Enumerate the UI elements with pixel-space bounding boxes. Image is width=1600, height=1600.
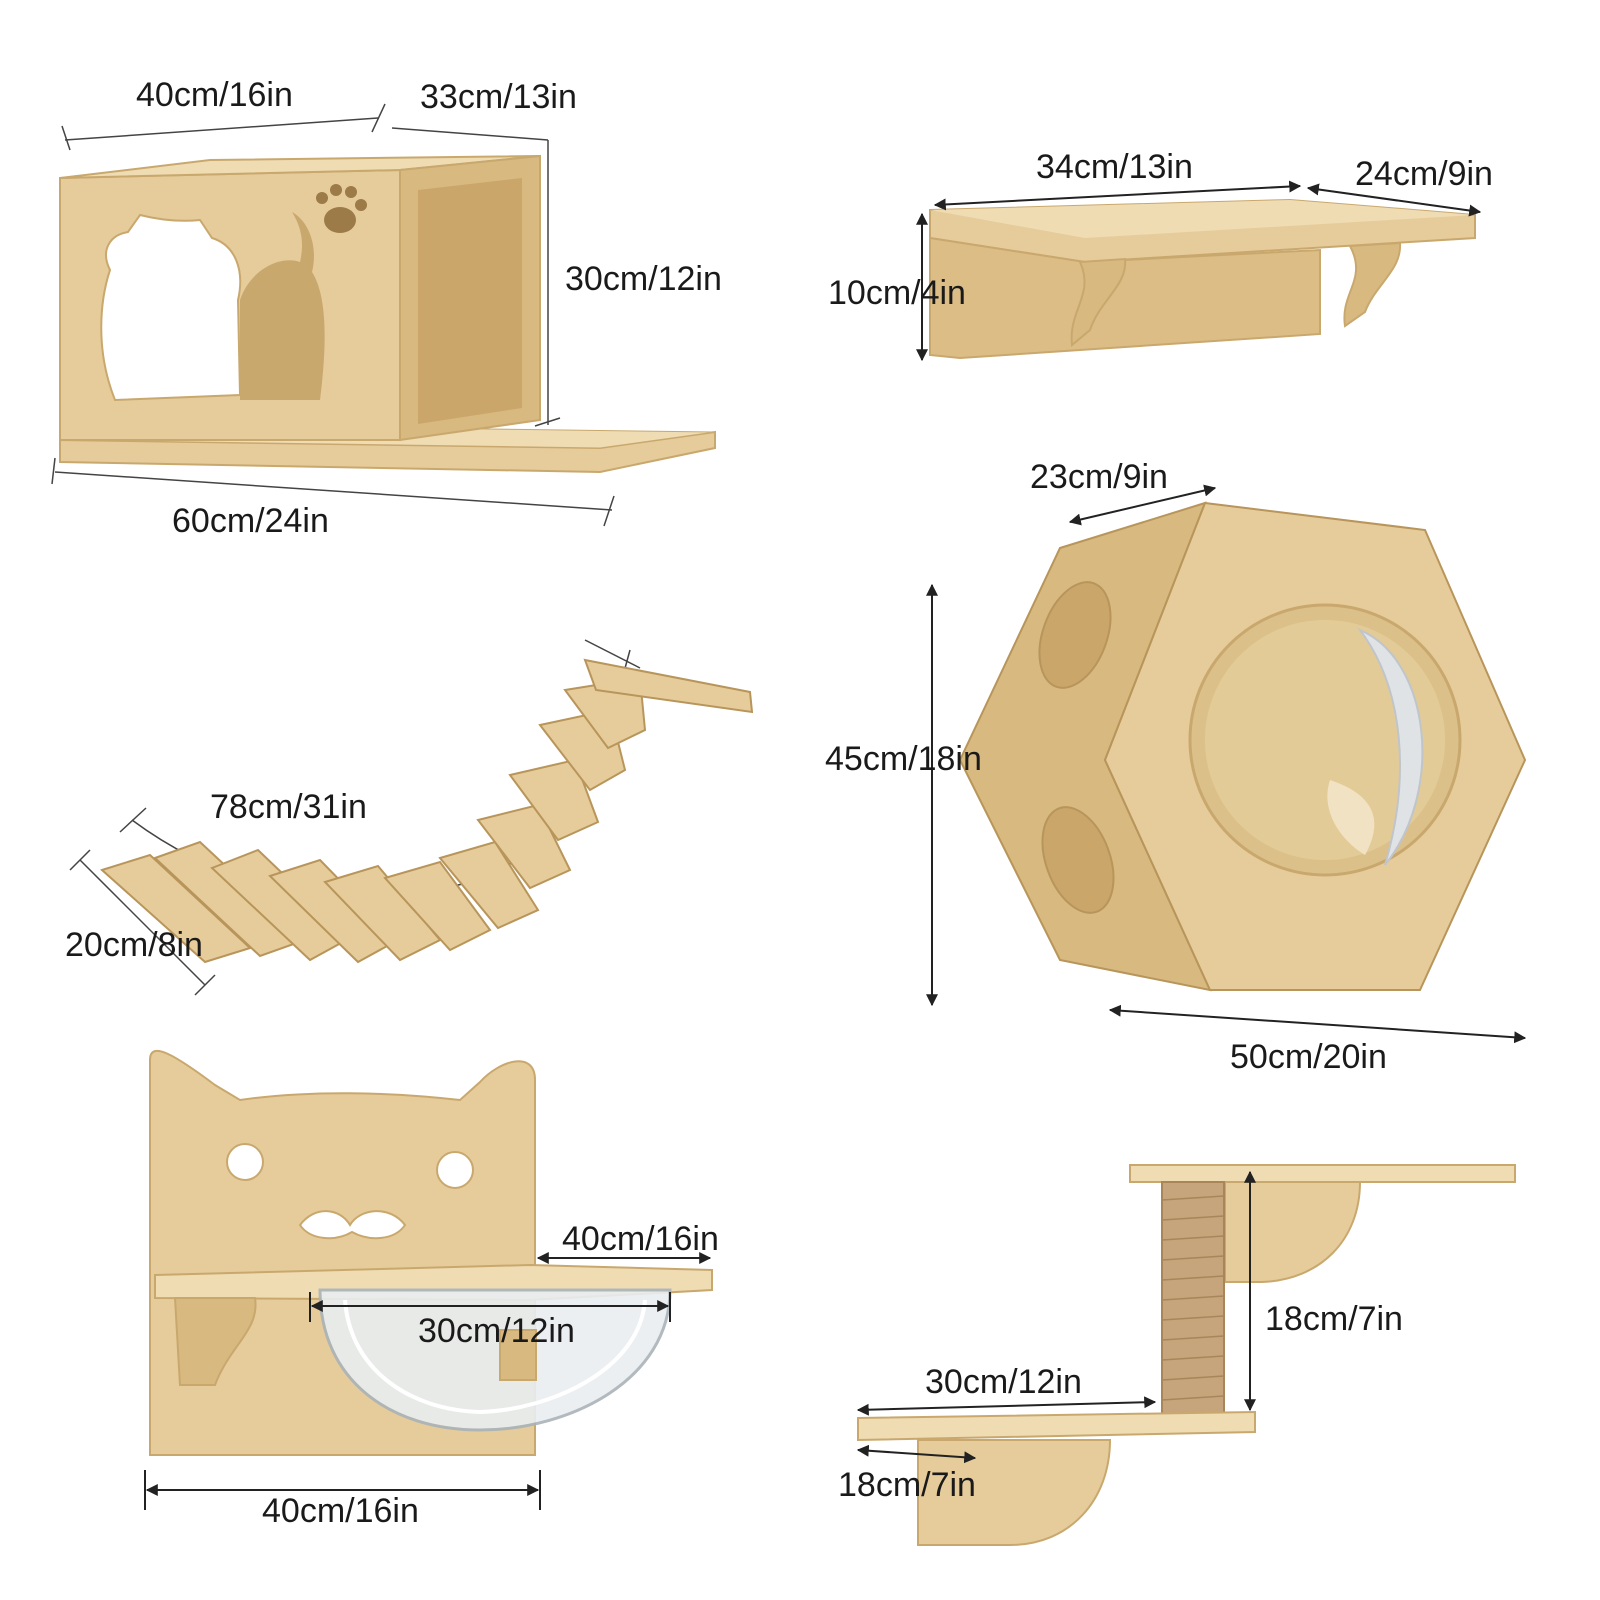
step-height-label: 18cm/7in [1265, 1300, 1403, 1338]
hexagon-box [926, 484, 1527, 1044]
step-depth-label: 18cm/7in [838, 1466, 976, 1504]
step-top-board [1129, 1164, 1516, 1183]
hexagon-height-label: 45cm/18in [825, 740, 982, 778]
cat-house-base-line [54, 471, 613, 511]
bowl-shelf-length-label: 40cm/16in [562, 1220, 719, 1258]
bowl-base-width-label: 40cm/16in [262, 1492, 419, 1530]
hexagon-side-hole-bottom [1041, 806, 1115, 914]
bridge-slats [100, 658, 754, 964]
hexagon-depth-line [1068, 484, 1217, 526]
step-post [856, 1164, 1516, 1546]
cat-house-width-label: 40cm/16in [136, 76, 293, 114]
shelf-length-line [933, 180, 1302, 211]
shelf-bracket-left [1070, 257, 1127, 347]
bridge [69, 639, 754, 996]
cat-body-cutout [240, 212, 325, 400]
bowl-diameter-label: 30cm/12in [418, 1312, 575, 1350]
shelf-bracket-right [1343, 241, 1402, 328]
hexagon-width-line [1108, 1004, 1527, 1044]
shelf-depth-label: 24cm/9in [1355, 155, 1493, 193]
cat-house-depth-line [391, 127, 549, 141]
wall-shelf [916, 180, 1482, 362]
step-depth-line [856, 1444, 977, 1464]
cat-house-height-label: 30cm/12in [565, 260, 722, 298]
bridge-width-line [79, 859, 206, 986]
step-bottom-bracket [917, 1439, 1112, 1546]
step-top-bracket [1224, 1181, 1362, 1283]
cat-house-base-label: 60cm/24in [172, 502, 329, 540]
hexagon-side-hole-top [1038, 581, 1112, 689]
shelf-length-label: 34cm/13in [1036, 148, 1193, 186]
cat-eye-left [226, 1143, 264, 1181]
step-length-label: 30cm/12in [925, 1363, 1082, 1401]
cat-house-depth-label: 33cm/13in [420, 78, 577, 116]
cat-silhouette-cutout [100, 213, 242, 402]
cat-mustache [298, 1210, 407, 1240]
cat-eye-right [436, 1151, 474, 1189]
cat-house [51, 103, 716, 527]
shelf-depth-line [1306, 183, 1482, 217]
bridge-length-label: 78cm/31in [210, 788, 367, 826]
bowl-bed [144, 1049, 713, 1510]
cat-house-width-line [64, 117, 379, 141]
step-bottom-board [857, 1410, 1256, 1442]
hexagon-depth-label: 23cm/9in [1030, 458, 1168, 496]
step-length-line [856, 1396, 1157, 1416]
bowl-bracket [173, 1297, 257, 1386]
shelf-height-label: 10cm/4in [828, 274, 966, 312]
paw-icon [316, 184, 367, 233]
hexagon-width-label: 50cm/20in [1230, 1038, 1387, 1076]
bridge-width-label: 20cm/8in [65, 926, 203, 964]
